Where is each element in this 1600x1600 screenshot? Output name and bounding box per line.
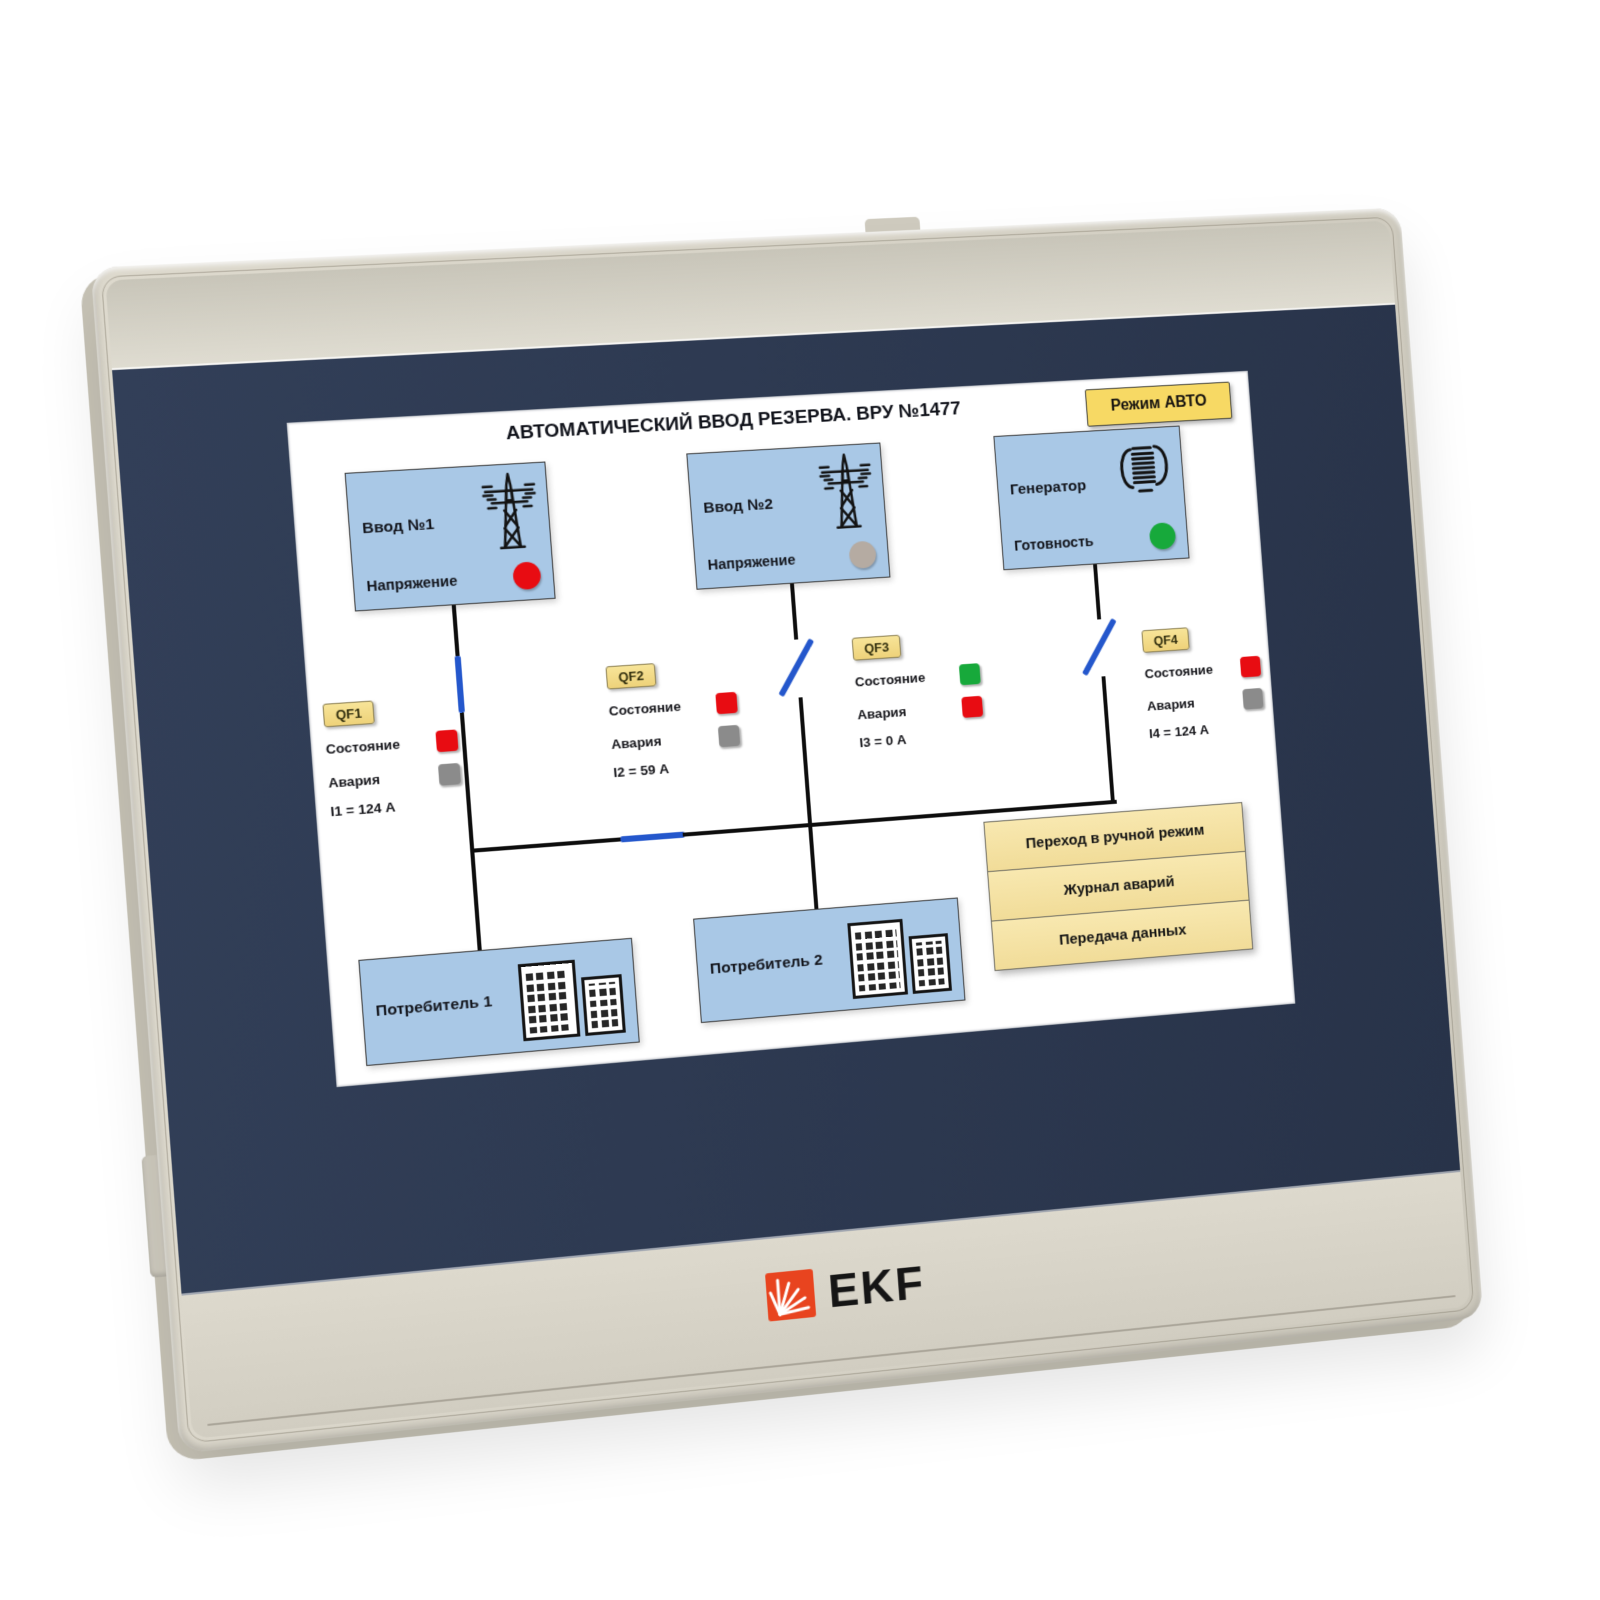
alarm-label: Авария: [327, 771, 381, 791]
buildings-icon: [847, 915, 952, 1000]
qf4-current-value: I4 = 124 А: [1148, 722, 1210, 742]
state-label: Состояние: [325, 735, 401, 757]
power-tower-icon: [815, 448, 878, 533]
source-box-generator: Генератор Готовность: [993, 425, 1190, 571]
buildings-icon: [517, 956, 626, 1042]
qf2-breaker-closed-symbol: [620, 831, 685, 843]
source-label: Ввод №2: [702, 495, 774, 517]
touchscreen[interactable]: АВТОМАТИЧЕСКИЙ ВВОД РЕЗЕРВА. ВРУ №1477 Р…: [286, 370, 1296, 1088]
generator-line: [1101, 676, 1115, 805]
source-box-input2: Ввод №2 Напряжение: [686, 442, 891, 590]
qf4-badge: QF4: [1141, 627, 1191, 653]
qf1-state-indicator: [435, 728, 459, 752]
power-tower-icon: [478, 467, 543, 553]
bus-line: [470, 837, 623, 853]
consumer-box-2: Потребитель 2: [693, 897, 966, 1024]
feeder2-line: [790, 583, 799, 640]
alarm-label: Авария: [1146, 695, 1196, 714]
breaker-group-qf2: QF2 Состояние Авария I2 = 59 А: [605, 656, 764, 780]
qf2-current-value: I2 = 59 А: [612, 761, 670, 781]
feeder2-drop-line: [808, 826, 819, 911]
qf2-badge: QF2: [605, 663, 657, 690]
qf3-current-value: I3 = 0 А: [858, 731, 907, 751]
voltage-label: Напряжение: [707, 552, 797, 574]
readiness-label: Готовность: [1013, 533, 1095, 555]
ekf-logo-text: EKF: [826, 1255, 927, 1317]
generator-line: [1093, 564, 1102, 620]
breaker-group-qf3: QF3 Состояние Авария I3 = 0 А: [851, 628, 1007, 751]
ekf-logo: EKF: [764, 1254, 927, 1324]
qf3-state-indicator: [958, 662, 981, 685]
consumer-label: Потребитель 2: [709, 951, 824, 978]
qf2-alarm-indicator: [717, 724, 741, 747]
alarm-label: Авария: [610, 732, 662, 752]
generator-icon: [1107, 439, 1178, 500]
qf2-state-indicator: [715, 691, 738, 714]
hmi-panel-device: АВТОМАТИЧЕСКИЙ ВВОД РЕЗЕРВА. ВРУ №1477 Р…: [90, 207, 1484, 1454]
source-box-input1: Ввод №1 Напряжение: [344, 461, 556, 612]
consumer-label: Потребитель 1: [375, 993, 493, 1021]
feeder1-drop-line: [470, 852, 482, 953]
readiness-indicator: [1148, 522, 1177, 551]
voltage-label: Напряжение: [366, 573, 459, 596]
feeder1-line: [451, 605, 460, 657]
qf3-breaker-open-symbol: [778, 638, 815, 698]
voltage-indicator: [848, 540, 877, 569]
voltage-indicator: [512, 561, 542, 591]
qf4-state-indicator: [1239, 655, 1262, 678]
qf1-alarm-indicator: [437, 762, 462, 786]
qf1-badge: QF1: [322, 700, 376, 728]
state-label: Состояние: [854, 669, 926, 690]
alarm-label: Авария: [856, 703, 907, 722]
mode-badge: Режим АВТО: [1084, 381, 1233, 427]
ekf-logo-icon: [764, 1268, 817, 1322]
consumer-box-1: Потребитель 1: [358, 937, 640, 1067]
qf1-current-value: I1 = 124 А: [329, 799, 396, 820]
qf3-badge: QF3: [851, 634, 902, 661]
panel-bottom-band: EKF: [181, 1171, 1471, 1439]
state-label: Состояние: [608, 698, 682, 719]
qf4-alarm-indicator: [1242, 687, 1264, 710]
qf4-breaker-open-symbol: [1082, 618, 1117, 676]
source-label: Генератор: [1009, 477, 1087, 499]
breaker-group-qf4: QF4 Состояние Авария I4 = 124 А: [1141, 622, 1269, 741]
source-label: Ввод №1: [361, 515, 435, 538]
state-label: Состояние: [1144, 661, 1214, 681]
qf3-alarm-indicator: [961, 695, 984, 718]
breaker-group-qf1: QF1 Состояние Авария I1 = 124 А: [322, 693, 485, 819]
control-buttons: Переход в ручной режим Журнал аварий Пер…: [983, 802, 1254, 972]
feeder2-line: [798, 697, 813, 828]
